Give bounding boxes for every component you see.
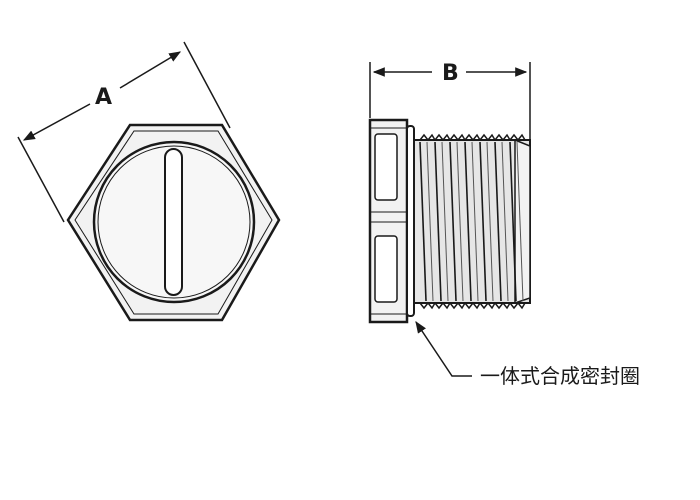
front-view xyxy=(66,123,281,322)
thread-crest-line xyxy=(419,141,427,302)
thread-root-line xyxy=(456,141,464,302)
thread-crest-line xyxy=(449,141,457,302)
thread-tooth-bottom xyxy=(464,301,481,310)
thread-tooth-bottom xyxy=(494,301,511,310)
thread-tooth-top xyxy=(509,133,526,142)
dimension-b-label: B xyxy=(442,61,459,86)
thread-crest-line xyxy=(509,141,517,302)
thread-root-line xyxy=(441,141,449,302)
sealing-ring xyxy=(406,125,415,317)
dimension-a-extension-left xyxy=(17,136,65,223)
hex-inner-outline xyxy=(74,130,273,315)
dimension-a: A xyxy=(17,41,231,223)
thread-crest-line xyxy=(464,141,472,302)
seal-callout: 一体式合成密封圈 xyxy=(415,321,640,388)
dimension-a-extension-right xyxy=(183,41,231,129)
thread-tooth-bottom xyxy=(419,301,436,310)
hex-flat-upper xyxy=(374,133,398,201)
thread-lines xyxy=(419,133,526,310)
callout-label: 一体式合成密封圈 xyxy=(480,364,640,388)
dimension-a-label: A xyxy=(95,85,112,110)
dimension-b: B xyxy=(369,61,531,142)
plug-face-inner-circle xyxy=(97,145,251,299)
thread-root-line xyxy=(426,141,434,302)
hex-flat-lower xyxy=(374,235,398,303)
thread-tooth-bottom xyxy=(509,301,526,310)
thread-crest-line xyxy=(494,141,502,302)
thread-root-line xyxy=(471,141,479,302)
thread-tooth-top xyxy=(419,133,436,142)
thread-tooth-bottom xyxy=(479,301,496,310)
thread-tooth-top xyxy=(464,133,481,142)
thread-tooth-bottom xyxy=(434,301,451,310)
thread-root-line xyxy=(516,141,524,302)
thread-crest-line xyxy=(479,141,487,302)
thread-crest-line xyxy=(434,141,442,302)
thread-root-line xyxy=(486,141,494,302)
dimension-a-line-left xyxy=(22,103,91,141)
dimension-a-line-right xyxy=(119,51,182,89)
thread-root-line xyxy=(501,141,509,302)
thread-tooth-top xyxy=(479,133,496,142)
thread-tooth-top xyxy=(434,133,451,142)
side-view xyxy=(368,118,531,324)
thread-tooth-bottom xyxy=(449,301,466,310)
callout-leader-line xyxy=(415,321,472,377)
thread-tooth-top xyxy=(449,133,466,142)
thread-tooth-top xyxy=(494,133,511,142)
screw-slot xyxy=(164,148,183,296)
